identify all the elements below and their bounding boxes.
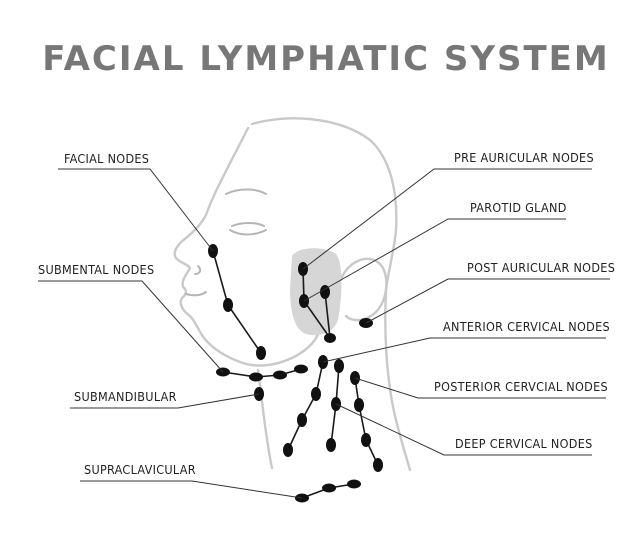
leader-lines bbox=[38, 168, 610, 499]
facial-nodes-leader bbox=[58, 168, 214, 252]
eyelid-outline bbox=[231, 222, 265, 227]
posterior-cervical-node bbox=[354, 398, 364, 412]
anterior-chain-vessel bbox=[287, 361, 324, 451]
posterior-cervical-node bbox=[373, 458, 383, 472]
label-deep-cervical-nodes: DEEP CERVICAL NODES bbox=[455, 436, 593, 451]
submental-nodes-leader bbox=[38, 280, 224, 373]
front-neck-outline bbox=[256, 368, 274, 470]
label-supraclavicular: SUPRACLAVICULAR bbox=[84, 462, 196, 477]
label-parotid-gland: PAROTID GLAND bbox=[470, 200, 567, 215]
pre-auricular-nodes-leader bbox=[302, 168, 592, 270]
ear-outline bbox=[338, 257, 388, 322]
submental-node bbox=[273, 370, 287, 380]
label-post-auricular-nodes: POST AURICULAR NODES bbox=[467, 260, 615, 275]
post-auricular-node bbox=[320, 285, 330, 299]
eye-outline bbox=[229, 229, 267, 236]
supraclavicular-node bbox=[322, 483, 336, 493]
label-pre-auricular-nodes: PRE AURICULAR NODES bbox=[454, 150, 594, 165]
label-facial-nodes: FACIAL NODES bbox=[64, 151, 149, 166]
posterior-cervical-node bbox=[361, 433, 371, 447]
label-submandibular: SUBMANDIBULAR bbox=[74, 389, 177, 404]
anterior-cervical-nodes-leader bbox=[322, 337, 606, 363]
deep-cervical-nodes-leader bbox=[335, 403, 592, 456]
posterior-cervical-nodes-leader bbox=[354, 377, 606, 399]
post-auricular-vessel bbox=[324, 291, 331, 339]
parotid-node bbox=[324, 333, 336, 343]
lymph-nodes bbox=[208, 244, 383, 503]
anterior-cervical-node bbox=[297, 413, 307, 427]
back-neck-outline bbox=[384, 290, 412, 472]
facial-node bbox=[223, 298, 233, 312]
back-of-head-outline bbox=[250, 117, 398, 292]
anterior-cervical-node bbox=[283, 443, 293, 457]
labels: FACIAL NODES SUBMENTAL NODES SUBMANDIBUL… bbox=[38, 150, 615, 477]
parotid-gland-shape bbox=[290, 248, 342, 336]
facial-vessel bbox=[212, 250, 262, 354]
page-title: FACIAL LYMPHATIC SYSTEM bbox=[42, 39, 609, 79]
supraclavicular-node bbox=[347, 479, 361, 489]
deep-cervical-node bbox=[334, 359, 344, 373]
supraclavicular-leader bbox=[80, 480, 303, 499]
lips-outline bbox=[185, 291, 207, 297]
label-submental-nodes: SUBMENTAL NODES bbox=[38, 262, 154, 277]
facial-node bbox=[256, 346, 266, 360]
submental-node bbox=[249, 372, 263, 382]
deep-cervical-node bbox=[326, 438, 336, 452]
parotid-gland-leader bbox=[303, 218, 566, 302]
post-auricular-nodes-leader bbox=[365, 278, 610, 324]
label-anterior-cervical-nodes: ANTERIOR CERVICAL NODES bbox=[443, 319, 610, 334]
submental-node bbox=[294, 364, 308, 374]
anterior-cervical-node bbox=[311, 387, 321, 401]
nostril-outline bbox=[194, 265, 202, 275]
label-posterior-cervical-nodes: POSTERIOR CERVCIAL NODES bbox=[434, 379, 608, 394]
eyebrow-outline bbox=[225, 188, 267, 195]
posterior-chain-vessel bbox=[354, 377, 379, 466]
submental-vessel bbox=[222, 368, 302, 378]
head-outline bbox=[173, 117, 412, 472]
submandibular-leader bbox=[70, 393, 260, 409]
head-profile-outline bbox=[173, 126, 320, 367]
